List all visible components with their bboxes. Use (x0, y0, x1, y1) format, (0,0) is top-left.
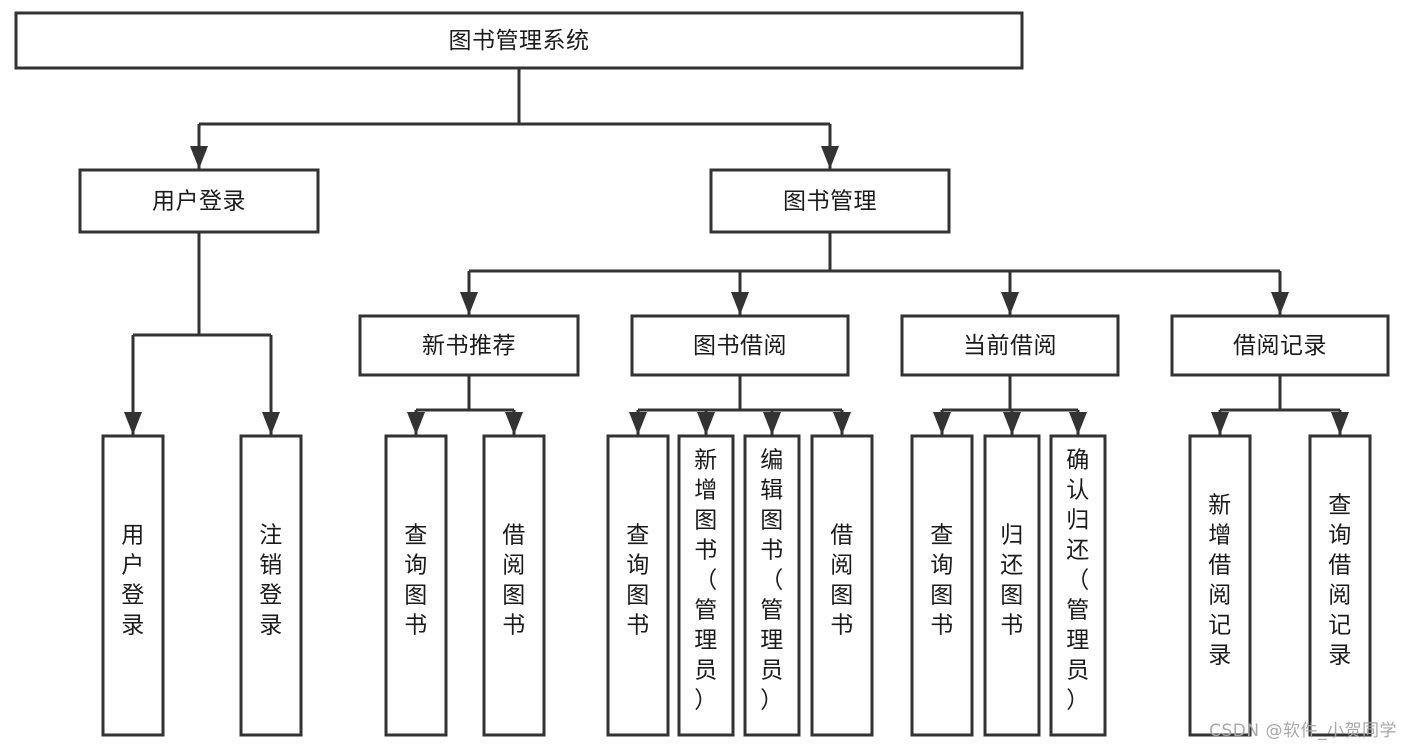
node-user-login[interactable]: 用户登录 (78, 168, 320, 234)
node-box[interactable] (101, 434, 165, 737)
node-leaf-query-book-3[interactable]: 查询图书 (910, 434, 974, 737)
node-box[interactable] (900, 314, 1120, 377)
arrow-head-icon (697, 412, 715, 435)
node-leaf-query-record[interactable]: 查询借阅记录 (1308, 434, 1372, 737)
arrow-head-icon (505, 412, 523, 435)
node-leaf-confirm-return[interactable]: 确认归还（管理员） (1049, 434, 1107, 737)
connector-group-bar-root (197, 68, 832, 169)
node-label: 归还图书 (1000, 523, 1024, 639)
node-leaf-return-book[interactable]: 归还图书 (983, 434, 1041, 737)
node-box[interactable] (1308, 434, 1372, 737)
node-box[interactable] (677, 434, 735, 737)
arrow-head-icon (731, 292, 749, 315)
node-label: 图书管理系统 (449, 28, 590, 54)
watermark-label: CSDN @软件_小贺同学 (1209, 721, 1397, 741)
node-book-manage[interactable]: 图书管理 (709, 168, 951, 234)
arrow-head-icon (1211, 412, 1229, 435)
node-leaf-query-book-1[interactable]: 查询图书 (384, 434, 448, 737)
connector-group-bar-user-login (131, 232, 273, 435)
node-label: 查询借阅记录 (1328, 493, 1352, 669)
arrow-head-icon (629, 412, 647, 435)
arrow-head-icon (1003, 412, 1021, 435)
arrow-head-icon (821, 146, 839, 169)
node-box[interactable] (910, 434, 974, 737)
nodes-layer: 图书管理系统用户登录图书管理新书推荐图书借阅当前借阅借阅记录用户登录注销登录查询… (14, 11, 1390, 737)
node-label: 图书借阅 (693, 333, 787, 359)
arrow-head-icon (407, 412, 425, 435)
node-label: 借阅图书 (830, 523, 854, 639)
node-box[interactable] (630, 314, 850, 377)
node-borrow-record[interactable]: 借阅记录 (1170, 314, 1390, 377)
arrow-head-icon (763, 412, 781, 435)
node-label: 当前借阅 (963, 333, 1057, 359)
connector-group-bar-new-book-rec (414, 375, 516, 435)
node-current-borrow[interactable]: 当前借阅 (900, 314, 1120, 377)
node-leaf-borrow-book-2[interactable]: 借阅图书 (810, 434, 874, 737)
node-label: 新增借阅记录 (1208, 493, 1232, 669)
node-label: 查询图书 (404, 523, 428, 639)
arrow-head-icon (933, 412, 951, 435)
connector-group-bar-borrow-record (1218, 375, 1342, 435)
arrow-head-icon (833, 412, 851, 435)
node-box[interactable] (1188, 434, 1252, 737)
arrow-head-icon (124, 412, 142, 435)
arrow-head-icon (1069, 412, 1087, 435)
node-book-borrow[interactable]: 图书借阅 (630, 314, 850, 377)
node-box[interactable] (358, 314, 580, 377)
arrow-head-icon (1331, 412, 1349, 435)
arrow-head-icon (1271, 292, 1289, 315)
node-label: 编辑图书（管理员） (760, 448, 784, 714)
node-leaf-user-login[interactable]: 用户登录 (101, 434, 165, 737)
node-leaf-add-record[interactable]: 新增借阅记录 (1188, 434, 1252, 737)
node-label: 借阅记录 (1233, 333, 1327, 359)
node-label: 查询图书 (930, 523, 954, 639)
edges-layer (124, 68, 1349, 435)
arrow-head-icon (190, 146, 208, 169)
node-box[interactable] (983, 434, 1041, 737)
node-box[interactable] (709, 168, 951, 234)
node-leaf-logout[interactable]: 注销登录 (239, 434, 303, 737)
connector-group-bar-book-manage (467, 232, 1282, 315)
node-label: 注销登录 (259, 523, 283, 639)
node-root[interactable]: 图书管理系统 (14, 11, 1024, 70)
node-box[interactable] (743, 434, 801, 737)
node-leaf-query-book-2[interactable]: 查询图书 (606, 434, 670, 737)
node-box[interactable] (14, 11, 1024, 70)
node-box[interactable] (1049, 434, 1107, 737)
node-leaf-add-book[interactable]: 新增图书（管理员） (677, 434, 735, 737)
arrow-head-icon (262, 412, 280, 435)
node-label: 借阅图书 (502, 523, 526, 639)
node-box[interactable] (482, 434, 546, 737)
node-label: 查询图书 (626, 523, 650, 639)
node-label: 新增图书（管理员） (694, 448, 718, 714)
node-label: 用户登录 (121, 523, 145, 639)
node-label: 新书推荐 (422, 333, 516, 359)
connector-group-bar-book-borrow (636, 375, 844, 435)
node-box[interactable] (810, 434, 874, 737)
arrow-head-icon (460, 292, 478, 315)
node-label: 图书管理 (783, 189, 877, 215)
node-box[interactable] (239, 434, 303, 737)
arrow-head-icon (1001, 292, 1019, 315)
node-new-book-rec[interactable]: 新书推荐 (358, 314, 580, 377)
node-leaf-borrow-book-1[interactable]: 借阅图书 (482, 434, 546, 737)
node-box[interactable] (606, 434, 670, 737)
node-label: 用户登录 (152, 189, 246, 215)
node-box[interactable] (384, 434, 448, 737)
node-box[interactable] (78, 168, 320, 234)
node-box[interactable] (1170, 314, 1390, 377)
node-label: 确认归还（管理员） (1066, 448, 1090, 714)
node-leaf-edit-book[interactable]: 编辑图书（管理员） (743, 434, 801, 737)
